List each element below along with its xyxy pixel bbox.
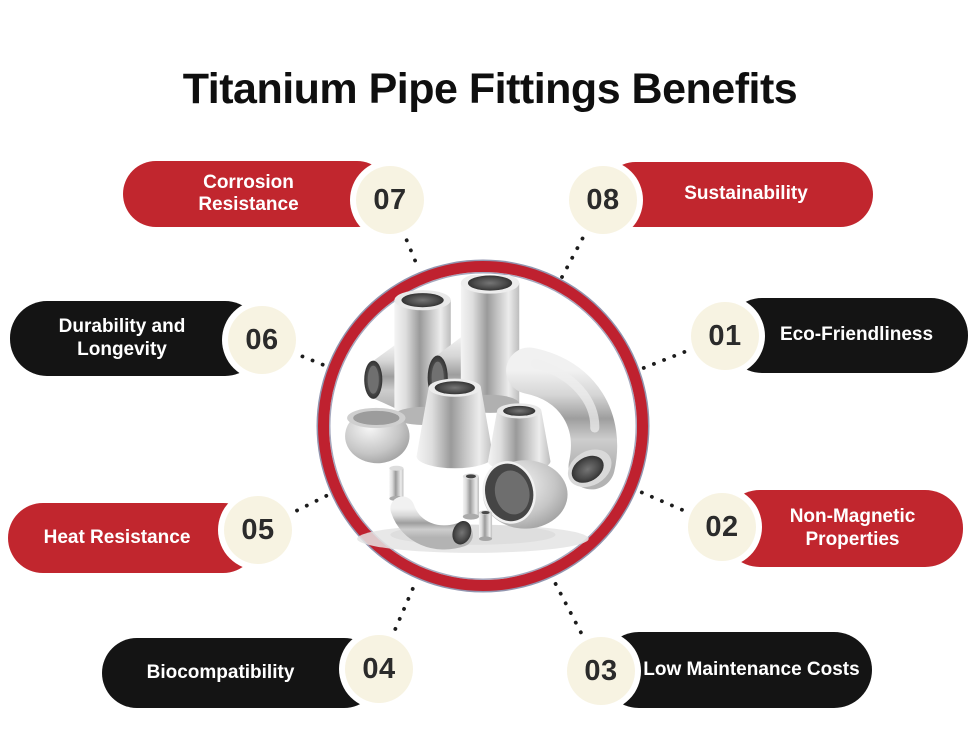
number-badge-text: 06 (245, 323, 279, 356)
benefit-pill: Non-Magnetic Properties (722, 490, 963, 567)
benefit-pill: Biocompatibility (102, 638, 379, 708)
connector-line-05 (256, 492, 332, 532)
benefit-pill: Sustainability (603, 162, 873, 227)
benefit-label: Eco-Friendliness (779, 324, 934, 346)
benefit-label: Low Maintenance Costs (643, 658, 860, 680)
number-badge-text: 08 (586, 183, 620, 216)
elbow-fitting-bottom-left (390, 496, 473, 550)
benefit-pill: Eco-Friendliness (725, 298, 968, 373)
benefit-label: Sustainability (684, 183, 808, 205)
connector-line-08 (560, 198, 605, 279)
benefit-label: Corrosion Resistance (198, 171, 299, 215)
connector-line-03 (550, 575, 603, 673)
benefit-pill: Heat Resistance (8, 503, 258, 573)
number-badge: 07 (356, 166, 424, 234)
nipple-fittings (389, 465, 493, 541)
number-badge: 01 (691, 302, 759, 370)
number-badge: 03 (567, 637, 635, 705)
benefit-pill: Durability and Longevity (10, 301, 262, 376)
reducer-fitting-small (488, 403, 551, 472)
number-badge-text: 04 (362, 652, 396, 685)
number-badge-text: 01 (708, 319, 742, 352)
number-badge: 08 (569, 166, 637, 234)
reducer-fitting-center (416, 378, 494, 469)
pipe-fittings-image (345, 275, 618, 553)
benefit-label: Heat Resistance (43, 526, 191, 548)
number-badge-text: 02 (705, 510, 739, 543)
number-badge: 04 (345, 635, 413, 703)
number-badge: 06 (228, 306, 296, 374)
number-badge: 02 (688, 493, 756, 561)
elbow-fitting-right (506, 347, 618, 490)
central-hub-circle (318, 261, 648, 591)
benefit-pill: Corrosion Resistance (123, 161, 390, 227)
benefit-pill: Low Maintenance Costs (601, 632, 872, 708)
benefit-label: Durability and Longevity (58, 316, 186, 360)
page-title: Titanium Pipe Fittings Benefits (182, 64, 798, 113)
elbow-fitting-front (482, 460, 568, 529)
number-badge-text: 07 (373, 183, 407, 216)
number-badge-text: 03 (584, 654, 618, 687)
connector-line-01 (639, 334, 727, 371)
benefit-label: Biocompatibility (146, 661, 295, 683)
connector-line-02 (634, 488, 724, 529)
benefit-label: Non-Magnetic Properties (789, 506, 916, 550)
number-badge: 05 (224, 496, 292, 564)
number-badge-text: 05 (241, 513, 275, 546)
cap-fitting-left (345, 407, 410, 464)
